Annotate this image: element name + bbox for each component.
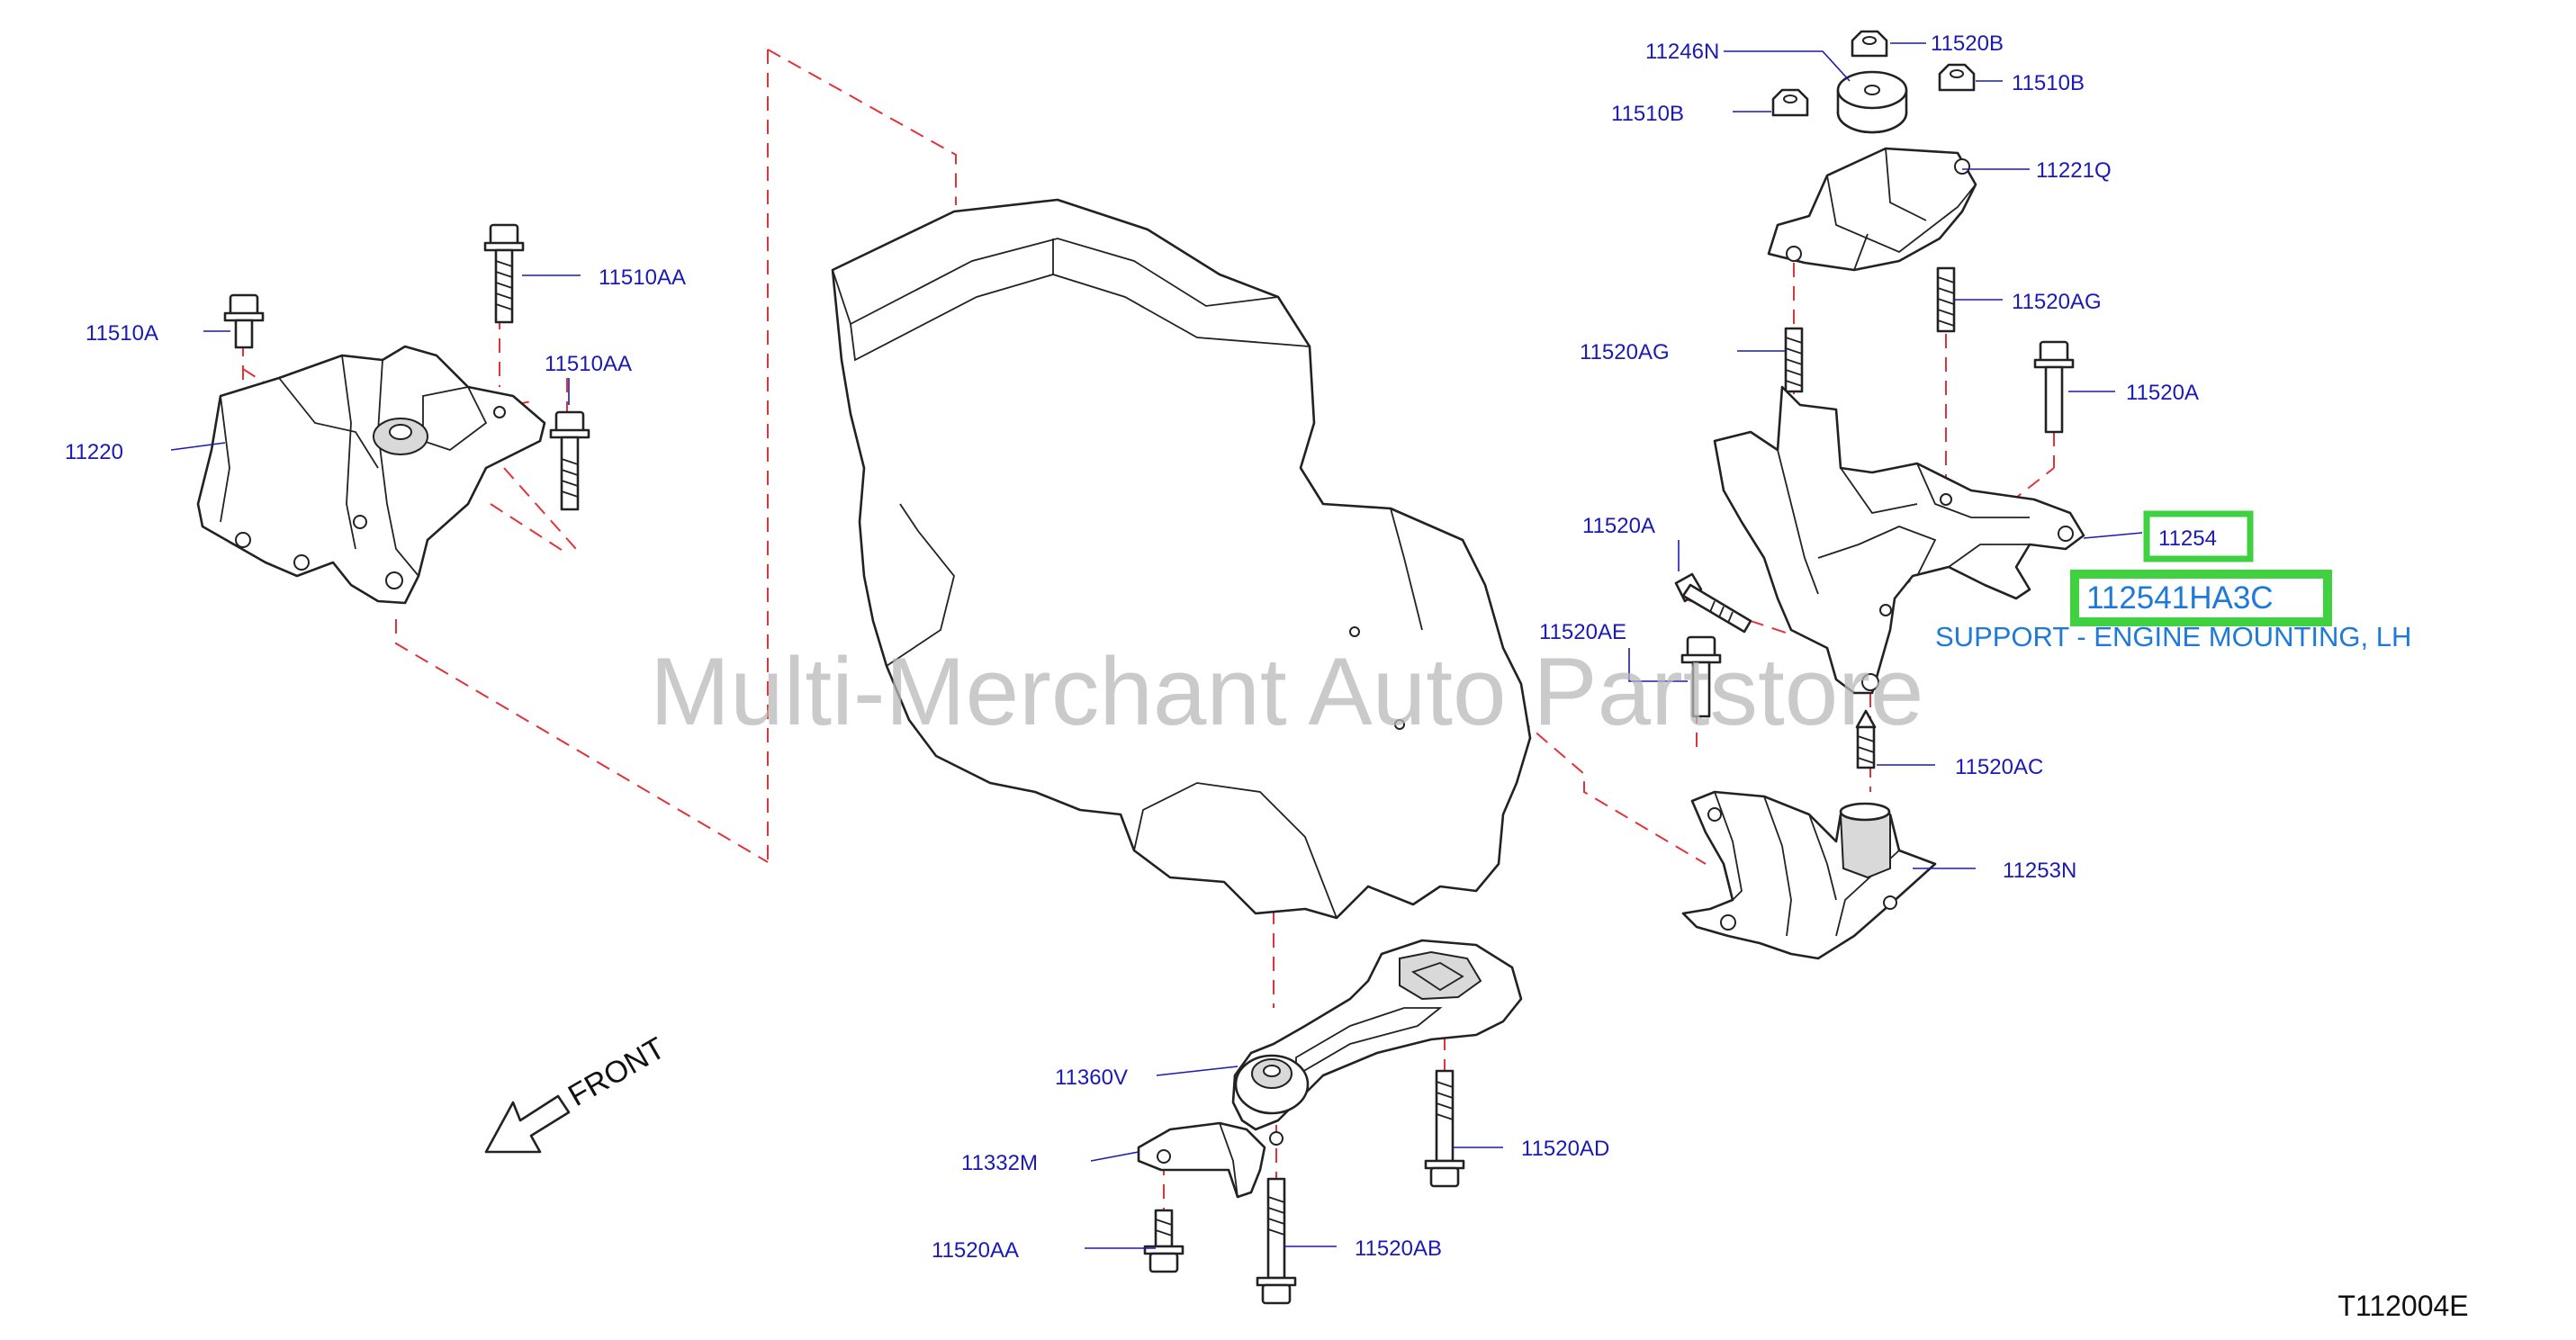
callout-11246N: 11246N [1645,40,1719,64]
watermark: Multi-Merchant Auto Partstore [650,637,1923,745]
stud-11520AG-left [1784,327,1804,393]
callout-11520AA-bottom: 11520AA [932,1238,1019,1263]
bolt-11520AD [1424,1069,1465,1188]
engine-block [831,198,1532,920]
nut-11520B [1851,30,1888,58]
bolt-11520AB [1256,1177,1297,1305]
callout-11520AD: 11520AD [1521,1137,1609,1161]
callout-11520AC: 11520AC [1955,755,2043,779]
callout-11510B-right: 11510B [2012,71,2085,95]
callout-11510AA-top: 11510AA [599,265,686,290]
part-number-highlight-box [2143,510,2254,562]
callout-leader-lines [170,42,2143,1249]
callout-11520AG-right: 11520AG [2012,290,2102,314]
support-engine-mounting-11254 [1713,385,2085,695]
callout-11360V: 11360V [1055,1066,1128,1090]
bolt-11520A-right [2033,340,2075,434]
highlight-part-number: 11254 [2158,526,2217,551]
highlight-description: SUPPORT - ENGINE MOUNTING, LH [1935,621,2411,652]
callout-11332M: 11332M [961,1151,1038,1175]
stud-11520AG-right [1936,266,1956,333]
bolt-11520A-mid [1674,572,1752,634]
bolt-11510AA-top [483,223,525,324]
callout-11520AG-left: 11520AG [1580,340,1670,364]
bolt-11520AE [1680,635,1722,718]
cap-11246N [1836,70,1908,134]
callout-11520A-right: 11520A [2126,381,2199,405]
callout-11520A-mid: 11520A [1582,514,1655,538]
bracket-11253N [1681,790,1937,960]
callout-11520B: 11520B [1931,31,2004,56]
callout-11520AB: 11520AB [1355,1237,1442,1261]
highlight-oem-number: 112541HA3C [2086,580,2274,616]
callout-11510B-left: 11510B [1611,102,1684,126]
bolt-11520AA-bottom [1143,1209,1184,1273]
stud-11520AC [1855,709,1877,769]
bracket-11332M [1137,1121,1283,1199]
nut-11510B-right [1938,63,1976,92]
callout-11510AA-mid: 11510AA [545,352,632,376]
insulator-11221Q [1767,147,1977,272]
callout-11253N: 11253N [2003,859,2076,883]
front-arrow: FRONT [484,1030,671,1154]
bolt-11510AA-mid [549,410,590,511]
callout-11220: 11220 [65,440,123,464]
callout-11221Q: 11221Q [2036,158,2112,183]
rod-mount-11360V [1231,939,1523,1131]
bolt-11510A [223,293,265,349]
engine-mount-11220 [196,345,546,605]
nut-11510B-left [1771,88,1809,117]
front-label: FRONT [563,1030,671,1112]
callout-labels: 11246N 11520B 11510B 11510B 11221Q 11520… [65,31,2199,1263]
callout-11510A: 11510A [86,321,158,346]
diagram-code: T112004E [2337,1290,2468,1322]
highlighted-part: 11254 112541HA3C SUPPORT - ENGINE MOUNTI… [1935,510,2411,652]
callout-11520AE: 11520AE [1539,620,1626,644]
